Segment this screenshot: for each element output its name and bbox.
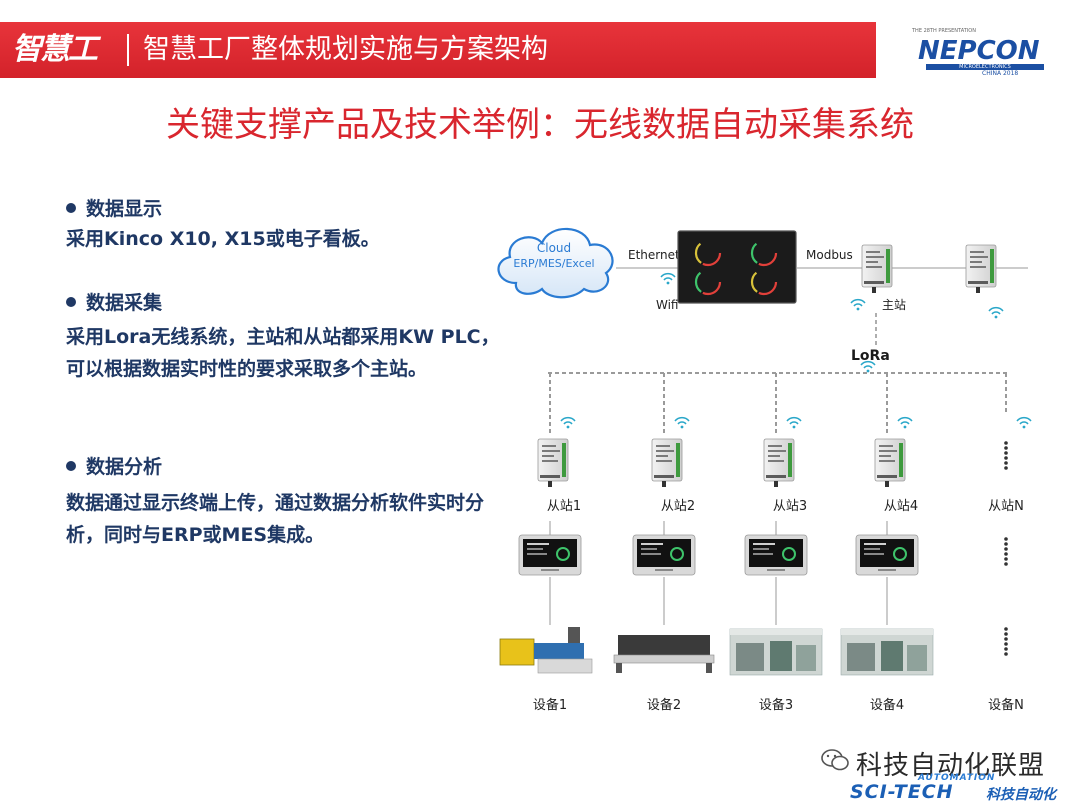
nepcon-logo: THE 28TH PRESENTATION NEPCON MICROELECTR… [912,28,1052,78]
machine-image [499,627,593,674]
wifi-icon [897,416,913,430]
wifi-icon [1016,416,1032,430]
nepcon-china: CHINA 2018 [982,70,1019,77]
machine-image [613,635,715,673]
section-data-display: 数据显示 采用Kinco X10, X15或电子看板。 [66,195,502,255]
watermark-text: 科技自动化联盟 [856,751,1046,781]
ellipsis-dots [1004,441,1008,470]
watermark-automation: AUTOMATION [918,773,996,783]
cloud-icon: Cloud ERP/MES/Excel [497,227,614,299]
section-heading: 数据采集 [66,289,502,317]
cloud-label-2: ERP/MES/Excel [513,257,594,270]
wifi-icon [660,272,676,286]
section-data-collection: 数据采集 采用Lora无线系统，主站和从站都采用KW PLC，可以根据数据实时性… [66,289,502,385]
hmi-panel [744,534,808,576]
bullet-icon [66,203,76,213]
section-body: 采用Lora无线系统，主站和从站都采用KW PLC，可以根据数据实时性的要求采取… [66,326,500,380]
slave-label: 从站4 [884,499,918,514]
cloud-label-1: Cloud [537,241,571,255]
machine-image [840,628,934,676]
wifi-icon [850,298,866,312]
section-body: 采用Kinco X10, X15或电子看板。 [66,228,380,250]
slave-label: 从站N [988,499,1024,514]
slave-plc [651,438,683,488]
watermark-cn: 科技自动化 [986,787,1056,803]
section-body: 数据通过显示终端上传，通过数据分析软件实时分析，同时与ERP或MES集成。 [66,492,485,546]
slave-column: 从站N 设备N [988,373,1032,713]
slave-column: 从站1 设备1 [499,373,593,713]
device-label: 设备1 [533,697,567,713]
master-plc [861,244,893,294]
kanban-display [677,230,797,304]
watermark-sci-tech: SCI-TECH [850,781,954,803]
ethernet-label: Ethernet [628,248,680,262]
hmi-panel [518,534,582,576]
smart-factory-logo: 智慧工厂 [12,32,98,111]
slave-label: 从站3 [773,499,807,514]
hmi-panel [632,534,696,576]
wechat-icon [821,749,849,771]
lora-logo: LoRa [851,348,890,374]
nepcon-topline: THE 28TH PRESENTATION [912,28,976,34]
device-label: 设备3 [759,697,793,713]
master-label: 主站 [882,298,906,312]
slave-columns: 从站1 设备1 从站2 设备2 从站3 设备3 从站4 设备4 从站N 设备N [499,373,1032,713]
gauge-icon [694,239,778,296]
section-data-analysis: 数据分析 数据通过显示终端上传，通过数据分析软件实时分析，同时与ERP或MES集… [66,453,502,551]
modbus-label: Modbus [806,248,853,262]
header-separator [127,34,129,66]
wireless-system-diagram: Cloud ERP/MES/Excel Ethernet Wifi Modbus… [497,227,1032,713]
svg-text:LoRa: LoRa [851,348,890,364]
master-plc-2 [965,244,997,294]
header-band: 智慧工厂 智慧工厂整体规划实施与方案架构 [0,22,876,111]
hmi-panel [855,534,919,576]
slave-column: 从站4 设备4 [840,373,934,713]
wifi-icon [988,306,1004,320]
device-label: 设备4 [870,697,904,713]
section-heading: 数据分析 [66,453,502,481]
section-heading: 数据显示 [66,195,502,223]
nepcon-wordmark: NEPCON [918,36,1040,66]
slave-column: 从站2 设备2 [613,373,715,713]
machine-image [729,628,823,676]
device-label: 设备2 [647,697,681,713]
header-title: 智慧工厂整体规划实施与方案架构 [143,34,548,65]
slave-plc [537,438,569,488]
ellipsis-dots [1004,627,1008,656]
slave-plc [763,438,795,488]
slave-label: 从站1 [547,499,581,514]
wifi-label: Wifi [656,298,679,312]
bullet-icon [66,461,76,471]
wifi-icon [560,416,576,430]
slave-plc [874,438,906,488]
ellipsis-dots [1004,537,1008,566]
device-label: 设备N [988,697,1024,713]
wifi-icon [786,416,802,430]
slave-label: 从站2 [661,499,695,514]
page-title: 关键支撑产品及技术举例：无线数据自动采集系统 [166,105,914,145]
slave-column: 从站3 设备3 [729,373,823,713]
wifi-icon [674,416,690,430]
bullet-icon [66,297,76,307]
nepcon-subline: MICROELECTRONICS [926,64,1044,70]
